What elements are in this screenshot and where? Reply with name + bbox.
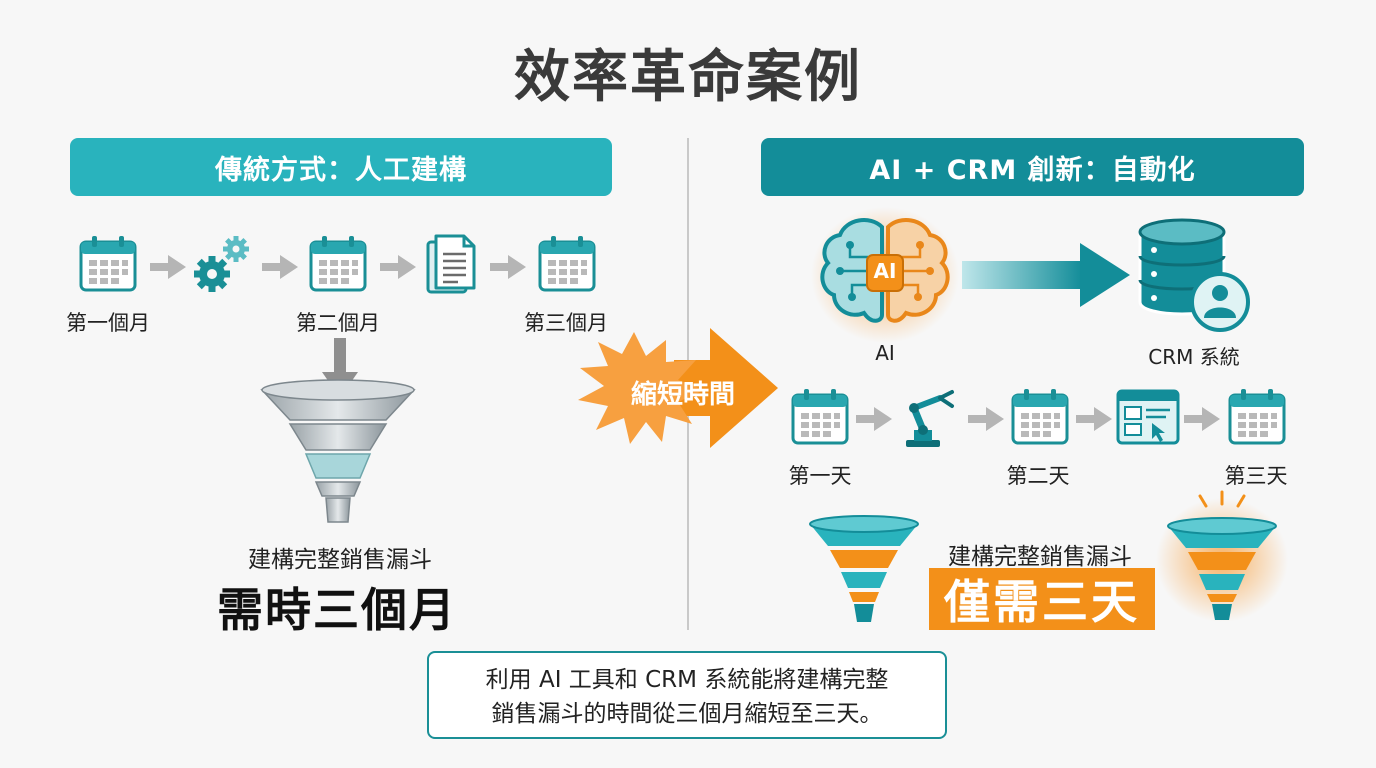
calendar-icon [1010, 387, 1070, 447]
flow-arrow-icon [380, 255, 416, 279]
step-label-month-2: 第二個月 [296, 311, 380, 335]
ai-chip-label: AI [873, 259, 897, 283]
glowing-funnel-icon [1156, 490, 1288, 622]
left-duration: 需時三個月 [217, 583, 457, 637]
step-label-day-3: 第三天 [1224, 464, 1288, 488]
gears-icon [194, 236, 249, 292]
document-icon [426, 234, 476, 294]
flow-arrow-icon [1184, 407, 1220, 431]
flow-arrow-icon [262, 255, 298, 279]
robot-arm-icon [906, 390, 954, 447]
database-user-icon [1138, 218, 1250, 332]
calendar-icon [78, 234, 138, 294]
right-duration: 僅需三天 [929, 568, 1155, 630]
traditional-header: 傳統方式：人工建構 [70, 138, 612, 196]
step-label-month-1: 第一個月 [66, 311, 150, 335]
left-funnel-caption: 建構完整銷售漏斗 [248, 547, 432, 573]
summary-box: 利用 AI 工具和 CRM 系統能將建構完整 銷售漏斗的時間從三個月縮短至三天。 [427, 651, 947, 739]
ai-label: AI [875, 341, 895, 365]
flow-arrow-icon [150, 255, 186, 279]
step-label-month-3: 第三個月 [524, 311, 608, 335]
browser-window-icon [1116, 389, 1180, 445]
crm-label: CRM 系統 [1148, 345, 1240, 369]
step-label-day-1: 第一天 [788, 464, 852, 488]
calendar-icon [308, 234, 368, 294]
summary-line-2: 銷售漏斗的時間從三個月縮短至三天。 [491, 701, 883, 727]
summary-line-1: 利用 AI 工具和 CRM 系統能將建構完整 [485, 667, 889, 693]
funnel-icon [809, 515, 919, 622]
flow-arrow-icon [856, 407, 892, 431]
flow-arrow-icon [968, 407, 1004, 431]
burst-arrow-icon [578, 328, 778, 448]
calendar-icon [1227, 387, 1287, 447]
ai-crm-header: AI + CRM 創新：自動化 [761, 138, 1304, 196]
right-funnel-caption: 建構完整銷售漏斗 [948, 544, 1132, 570]
brain-icon [811, 207, 959, 343]
funnel-icon [260, 379, 416, 523]
calendar-icon [790, 387, 850, 447]
teal-arrow-icon [962, 243, 1130, 307]
burst-label: 縮短時間 [630, 380, 736, 410]
flow-arrow-icon [1076, 407, 1112, 431]
page-title: 效率革命案例 [514, 45, 862, 110]
step-label-day-2: 第二天 [1006, 464, 1070, 488]
flow-arrow-icon [490, 255, 526, 279]
calendar-icon [537, 234, 597, 294]
